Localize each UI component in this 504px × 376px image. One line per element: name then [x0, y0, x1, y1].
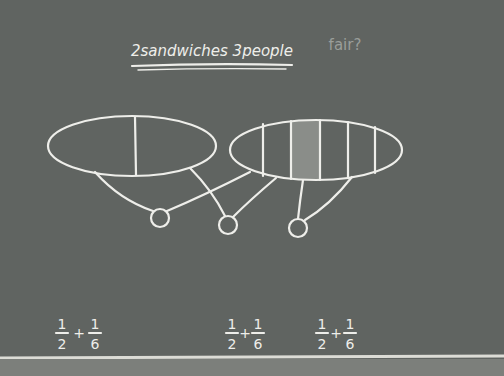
note: fair?	[329, 38, 362, 53]
title: 2sandwiches 3people	[131, 44, 293, 59]
numerator: 1	[91, 317, 100, 331]
denominator: 6	[346, 337, 355, 351]
denominator: 2	[228, 337, 237, 351]
numerator: 1	[228, 317, 237, 331]
plus-sign: +	[330, 326, 342, 340]
plus-sign: +	[73, 326, 85, 340]
numerator: 1	[58, 317, 67, 331]
denominator: 2	[58, 337, 67, 351]
numerator: 1	[346, 317, 355, 331]
denominator: 6	[91, 337, 100, 351]
numerator: 1	[318, 317, 327, 331]
denominator: 2	[318, 337, 327, 351]
numerator: 1	[254, 317, 263, 331]
denominator: 6	[254, 337, 263, 351]
plus-sign: +	[239, 326, 251, 340]
